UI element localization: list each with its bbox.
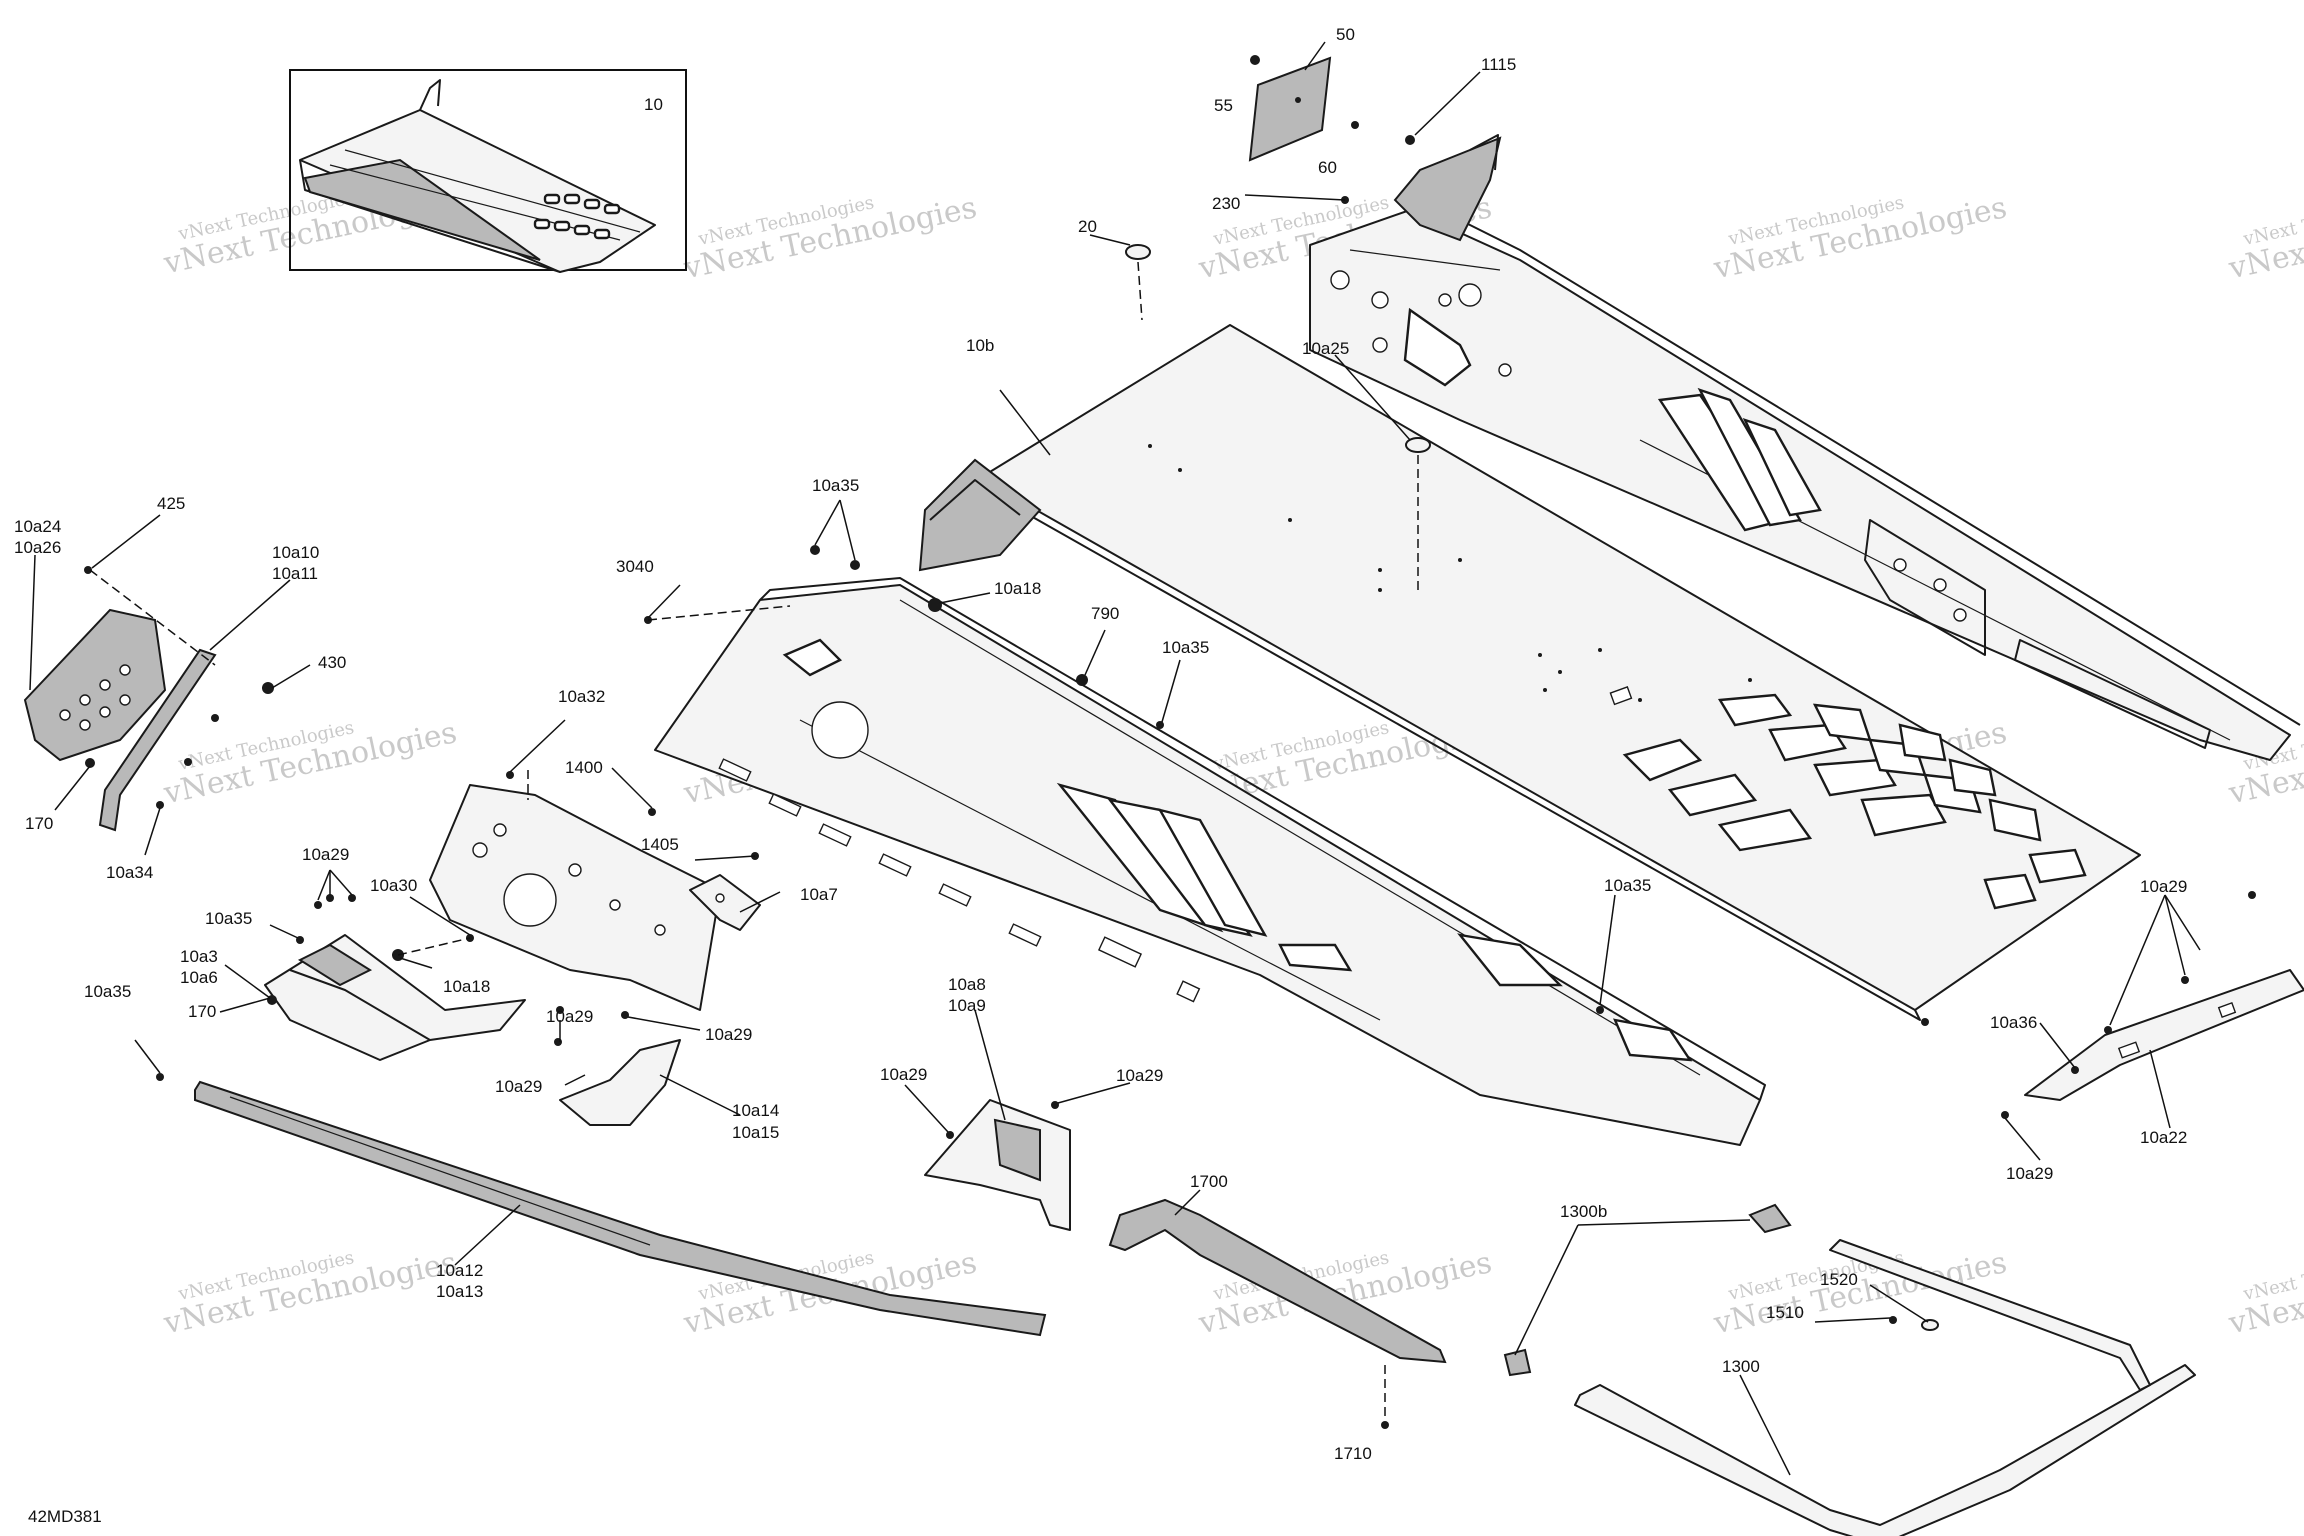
watermark: vNext Technologies vNext Technologies <box>2225 1245 2304 1341</box>
tunnel-left-side-panel <box>654 577 1766 1146</box>
inset-slots <box>533 193 621 240</box>
inset-frame <box>289 69 687 271</box>
callout-1400: 1400 <box>565 758 603 777</box>
fasteners <box>84 55 2256 1429</box>
inset-label: 10 <box>644 95 663 114</box>
callout-1700: 1700 <box>1190 1172 1228 1191</box>
watermark: vNext Technologies vNext Technologies <box>2225 190 2304 286</box>
heat-shield-50 <box>1248 56 1332 162</box>
diagram-code: 42MD381 <box>28 1507 102 1526</box>
inset-assembly: 10 <box>289 69 687 273</box>
callout-10a18-top: 10a18 <box>994 579 1041 598</box>
foot-rest-1700 <box>1108 1198 1447 1364</box>
callout-10a26: 10a26 <box>14 538 61 557</box>
rear-rail-cutouts <box>1330 270 1986 656</box>
callout-10a8: 10a8 <box>948 975 986 994</box>
watermark: vNext Technologies vNext Technologies <box>1710 190 2010 286</box>
callout-10a6: 10a6 <box>180 968 218 987</box>
tunnel-top-plate <box>979 324 2141 1021</box>
callout-170-left: 170 <box>25 814 53 833</box>
callout-10a11: 10a11 <box>272 564 318 583</box>
callout-10a10: 10a10 <box>272 543 319 562</box>
callout-10a7: 10a7 <box>800 885 838 904</box>
callout-10a14: 10a14 <box>732 1101 779 1120</box>
callout-10a29-e: 10a29 <box>1116 1066 1163 1085</box>
clip-1300b <box>1503 1203 1792 1377</box>
callout-10a30: 10a30 <box>370 876 417 895</box>
callout-10a36: 10a36 <box>1990 1013 2037 1032</box>
callout-10a32: 10a32 <box>558 687 605 706</box>
rear-side-rail <box>1309 199 2301 761</box>
skid-plate-10a3 <box>264 934 526 1061</box>
bracket-10a14 <box>559 1039 681 1126</box>
callout-1115: 1115 <box>1481 55 1516 74</box>
callout-1405: 1405 <box>641 835 679 854</box>
bracket-10a7 <box>689 874 761 931</box>
callout-10a34: 10a34 <box>106 863 153 882</box>
watermark: vNext Technologies vNext Technologies <box>160 1245 460 1341</box>
callout-10a29-f: 10a29 <box>880 1065 927 1084</box>
callout-1300: 1300 <box>1722 1357 1760 1376</box>
leader-lines <box>29 41 2201 1476</box>
watermark: vNext Technologies vNext Technologies <box>160 715 460 811</box>
callout-10a35-left: 10a35 <box>205 909 252 928</box>
callout-10a25: 10a25 <box>1302 339 1349 358</box>
callout-50: 50 <box>1336 25 1355 44</box>
left-bracket-holes <box>59 664 131 731</box>
callout-1300b: 1300b <box>1560 1202 1607 1221</box>
callout-20: 20 <box>1078 217 1097 236</box>
callout-60: 60 <box>1318 158 1337 177</box>
left-upper-bracket <box>23 608 167 762</box>
rear-bracket-1115 <box>1393 134 1502 242</box>
callout-10a24: 10a24 <box>14 517 61 536</box>
callout-170-low: 170 <box>188 1002 216 1021</box>
watermark: vNext Technologies vNext Technologies <box>680 190 980 286</box>
callout-55: 55 <box>1214 96 1233 115</box>
front-shield <box>918 458 1042 572</box>
bumper-bracket-10a22 <box>2024 969 2304 1101</box>
callout-10a15: 10a15 <box>732 1123 779 1142</box>
callout-230: 230 <box>1212 194 1240 213</box>
callout-10a35-right: 10a35 <box>1604 876 1651 895</box>
callout-10b: 10b <box>966 336 994 355</box>
callout-10a29-d: 10a29 <box>495 1077 542 1096</box>
callout-10a35-far: 10a35 <box>84 982 131 1001</box>
callout-1520: 1520 <box>1820 1270 1858 1289</box>
callout-10a18-low: 10a18 <box>443 977 490 996</box>
strut-10a10 <box>98 648 217 832</box>
callout-10a9: 10a9 <box>948 996 986 1015</box>
callout-10a22: 10a22 <box>2140 1128 2187 1147</box>
callout-3040: 3040 <box>616 557 654 576</box>
callout-10a29-g: 10a29 <box>2140 877 2187 896</box>
callout-1510: 1510 <box>1766 1303 1804 1322</box>
bumper-1300 <box>1574 1239 2196 1536</box>
front-bracket-plate <box>429 784 721 1011</box>
inset-tunnel-drawing <box>299 79 656 273</box>
callout-10a13: 10a13 <box>436 1282 483 1301</box>
callout-1710: 1710 <box>1334 1444 1372 1463</box>
callout-10a35-mid: 10a35 <box>1162 638 1209 657</box>
callout-790: 790 <box>1091 604 1119 623</box>
callout-10a29-b: 10a29 <box>546 1007 593 1026</box>
callout-10a12: 10a12 <box>436 1261 483 1280</box>
tunnel-cutout-slots <box>1622 693 2087 910</box>
bracket-10a8 <box>924 1099 1071 1231</box>
callout-10a29-a: 10a29 <box>302 845 349 864</box>
callout-10a3: 10a3 <box>180 947 218 966</box>
callout-430: 430 <box>318 653 346 672</box>
callout-labels: 50 55 60 1115 230 20 10b 10a25 10a35 304… <box>14 25 2187 1463</box>
running-board-10a12 <box>194 1080 1047 1337</box>
callout-425: 425 <box>157 494 185 513</box>
assembly-dashed-lines <box>89 261 1419 1420</box>
tunnel-top-holes <box>1148 444 1752 706</box>
callout-10a29-h: 10a29 <box>2006 1164 2053 1183</box>
callout-10a35-top: 10a35 <box>812 476 859 495</box>
panel-left-cutouts <box>718 638 1693 1062</box>
callout-10a29-c: 10a29 <box>705 1025 752 1044</box>
